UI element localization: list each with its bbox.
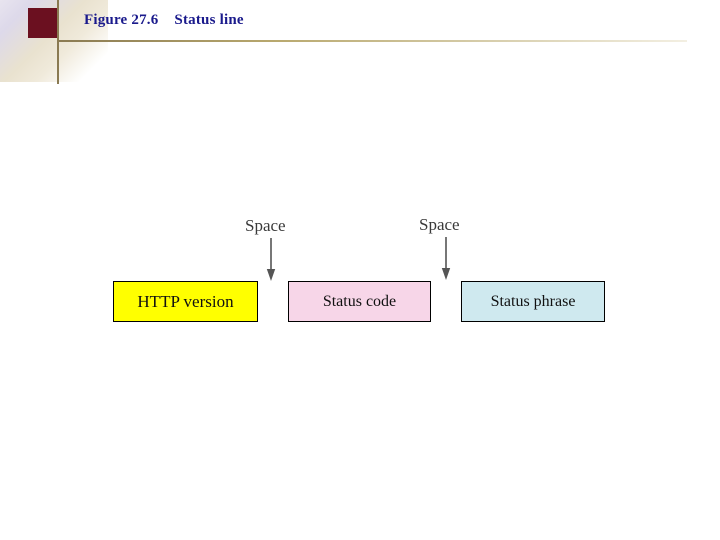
space-label-1: Space — [245, 216, 286, 235]
arrow-down-icon-1 — [266, 238, 276, 281]
box-http-version: HTTP version — [113, 281, 258, 322]
horizontal-rule-decoration — [57, 40, 687, 42]
figure-title: Status line — [174, 12, 244, 28]
figure-caption: Figure 27.6 Status line — [84, 12, 244, 29]
box-status-code: Status code — [288, 281, 431, 322]
figure-number: Figure 27.6 — [84, 12, 159, 28]
box-status-phrase: Status phrase — [461, 281, 605, 322]
vertical-rule-decoration — [57, 0, 59, 84]
dark-square-decoration — [28, 8, 58, 38]
space-label-2: Space — [419, 215, 460, 234]
arrow-down-icon-2 — [441, 237, 451, 280]
